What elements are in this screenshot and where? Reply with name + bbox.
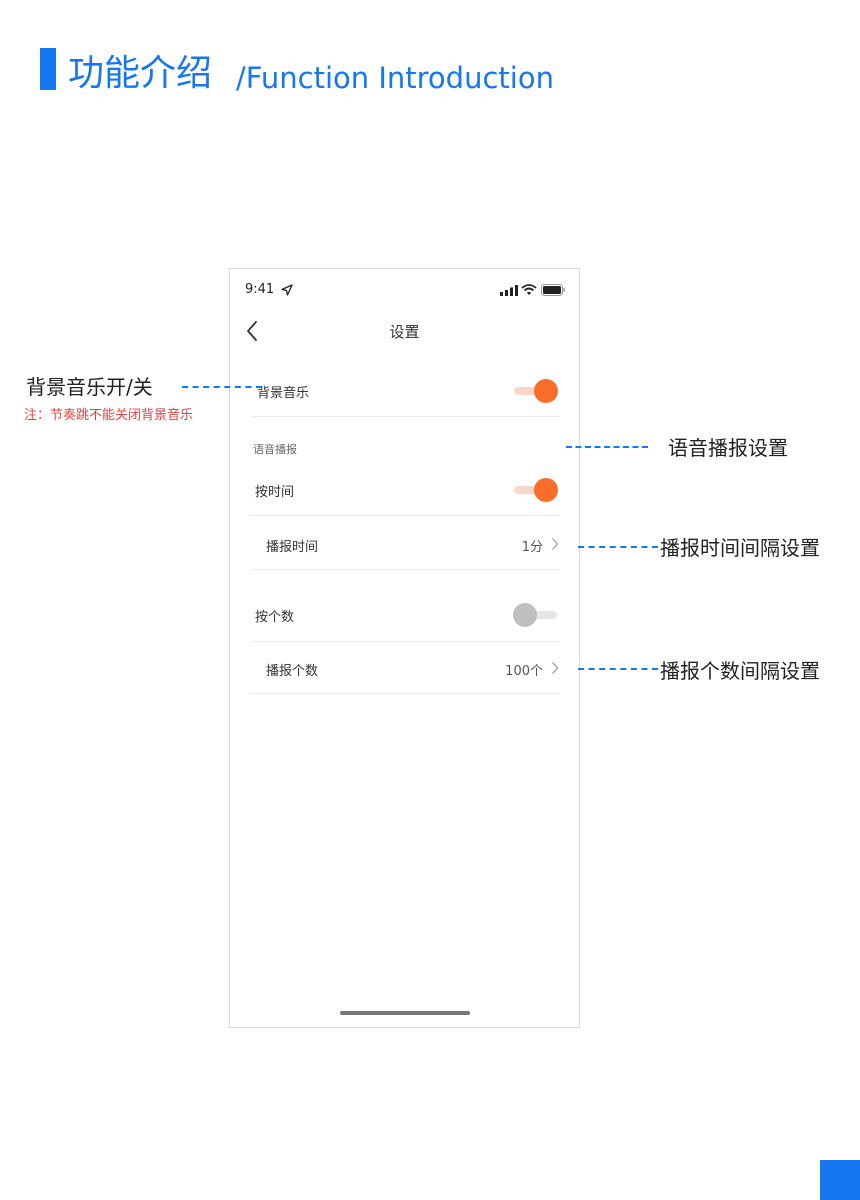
annotation-voice-setting: 语音播报设置 xyxy=(668,436,788,460)
section-voice-broadcast: 语音播报 xyxy=(253,443,297,456)
page-subtitle: /Function Introduction xyxy=(236,61,554,95)
location-arrow-icon xyxy=(281,284,293,296)
broadcast-count-label: 播报个数 xyxy=(266,664,319,679)
chevron-right-icon[interactable] xyxy=(551,537,559,551)
toggle-knob xyxy=(513,603,537,627)
annotation-bg-music-toggle: 背景音乐开/关 xyxy=(26,375,153,399)
broadcast-time-value[interactable]: 1分 xyxy=(521,540,543,555)
by-count-toggle[interactable] xyxy=(513,602,559,628)
nav-title: 设置 xyxy=(389,323,420,341)
by-count-label: 按个数 xyxy=(255,610,295,625)
battery-icon xyxy=(541,284,565,296)
wifi-icon xyxy=(521,284,537,295)
annotation-line xyxy=(566,446,648,448)
signal-icon xyxy=(500,285,518,296)
annotation-count-interval: 播报个数间隔设置 xyxy=(660,659,820,683)
divider xyxy=(250,569,560,570)
chevron-right-icon[interactable] xyxy=(551,661,559,675)
page-title: 功能介绍 xyxy=(68,53,213,94)
divider xyxy=(250,416,560,417)
annotation-line xyxy=(578,546,658,548)
background-music-label: 背景音乐 xyxy=(257,386,310,401)
divider xyxy=(250,693,560,694)
status-time: 9:41 xyxy=(245,282,275,297)
background-music-toggle[interactable] xyxy=(512,378,558,404)
by-time-label: 按时间 xyxy=(255,485,295,500)
title-accent-bar xyxy=(40,48,56,90)
annotation-line xyxy=(182,386,262,388)
home-indicator xyxy=(340,1011,470,1015)
broadcast-time-label: 播报时间 xyxy=(266,540,319,555)
annotation-time-interval: 播报时间间隔设置 xyxy=(660,536,820,560)
corner-accent-block xyxy=(820,1160,860,1200)
chevron-left-icon[interactable] xyxy=(244,319,260,343)
toggle-knob xyxy=(534,478,558,502)
divider xyxy=(250,515,560,516)
annotation-bg-music-note: 注：节奏跳不能关闭背景音乐 xyxy=(24,408,194,423)
by-time-toggle[interactable] xyxy=(512,477,558,503)
divider xyxy=(250,641,560,642)
phone-screen: 9:41 设置 背景音乐 语音播报 按时间 播报时间 1分 xyxy=(229,268,580,1028)
broadcast-count-value[interactable]: 100个 xyxy=(505,664,543,679)
toggle-knob xyxy=(534,379,558,403)
annotation-line xyxy=(578,668,658,670)
